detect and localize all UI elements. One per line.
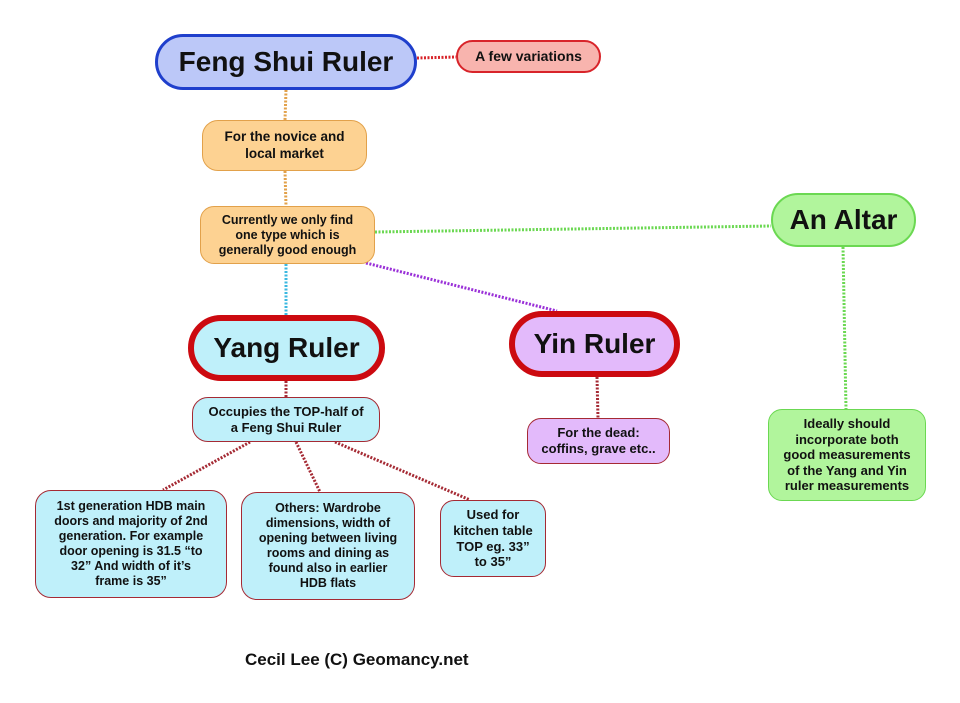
link-current-yin	[365, 261, 558, 313]
node-label-line: An Altar	[789, 204, 898, 236]
node-label-line: ruler measurements	[784, 478, 910, 494]
node-label-line: Currently we only find	[221, 212, 354, 227]
node-label-line: Occupies the TOP-half of	[208, 403, 364, 419]
node-label: For the dead:coffins, grave etc..	[541, 425, 655, 456]
node-label-line: opening between living	[258, 531, 398, 545]
node-label-line: dimensions, width of	[265, 516, 391, 530]
node-label-line: HDB flats	[299, 576, 357, 590]
node-label-line: For the novice and	[224, 129, 345, 145]
node-label-line: frame is 35”	[95, 574, 167, 588]
node-label-line: incorporate both	[795, 431, 899, 447]
node-label-line: Used for	[466, 507, 520, 523]
node-label-line: Feng Shui Ruler	[178, 46, 394, 78]
node-label-line: found also in earlier	[268, 561, 388, 575]
node-label-line: of the Yang and Yin	[787, 462, 907, 478]
node-label: Yin Ruler	[534, 327, 656, 361]
link-root-variations	[416, 55, 457, 60]
node-label: Feng Shui Ruler	[179, 45, 394, 79]
node-an-altar[interactable]: An Altar	[771, 193, 916, 247]
link-top-half-hdb	[162, 440, 251, 492]
node-label: Yang Ruler	[213, 331, 359, 365]
node-label: An Altar	[790, 203, 898, 237]
node-for-the-dead[interactable]: For the dead:coffins, grave etc..	[527, 418, 670, 464]
link-altar-ideal	[841, 246, 848, 410]
node-label-line: For the dead:	[557, 425, 640, 441]
link-root-novice	[283, 89, 288, 121]
node-label-line: 32” And width of it’s	[71, 559, 191, 573]
node-a-few-variations[interactable]: A few variations	[456, 40, 601, 73]
node-label-line: Yang Ruler	[213, 332, 360, 364]
node-label-line: TOP eg. 33”	[456, 538, 530, 554]
node-label-line: A few variations	[475, 48, 582, 65]
node-yin-ruler[interactable]: Yin Ruler	[509, 311, 680, 377]
link-top-half-others	[294, 441, 322, 493]
node-label-line: doors and majority of 2nd	[54, 514, 208, 528]
node-label-line: to 35”	[474, 554, 512, 570]
link-novice-current	[283, 170, 288, 207]
node-label-line: door opening is 31.5 “to	[59, 544, 203, 558]
link-yin-dead	[595, 376, 600, 419]
node-label-line: one type which is	[235, 227, 340, 242]
node-label-line: rooms and dining as	[266, 546, 390, 560]
node-label: A few variations	[475, 48, 582, 65]
node-label-line: coffins, grave etc..	[541, 441, 656, 456]
node-label-line: a Feng Shui Ruler	[230, 419, 342, 435]
node-feng-shui-ruler[interactable]: Feng Shui Ruler	[155, 34, 417, 90]
node-label-line: kitchen table	[453, 522, 533, 538]
link-current-altar	[374, 224, 772, 234]
node-label-line: Others: Wardrobe	[275, 501, 381, 515]
node-label-line: Yin Ruler	[533, 328, 656, 360]
node-label-line: generally good enough	[218, 242, 357, 257]
node-label-line: good measurements	[783, 447, 911, 463]
node-yang-ruler[interactable]: Yang Ruler	[188, 315, 385, 381]
node-label-line: local market	[245, 145, 324, 161]
node-label-line: generation. For example	[58, 529, 204, 543]
footer-credit: Cecil Lee (C) Geomancy.net	[245, 650, 469, 669]
node-label-line: 1st generation HDB main	[56, 499, 206, 513]
node-label-line: Ideally should	[803, 416, 891, 432]
